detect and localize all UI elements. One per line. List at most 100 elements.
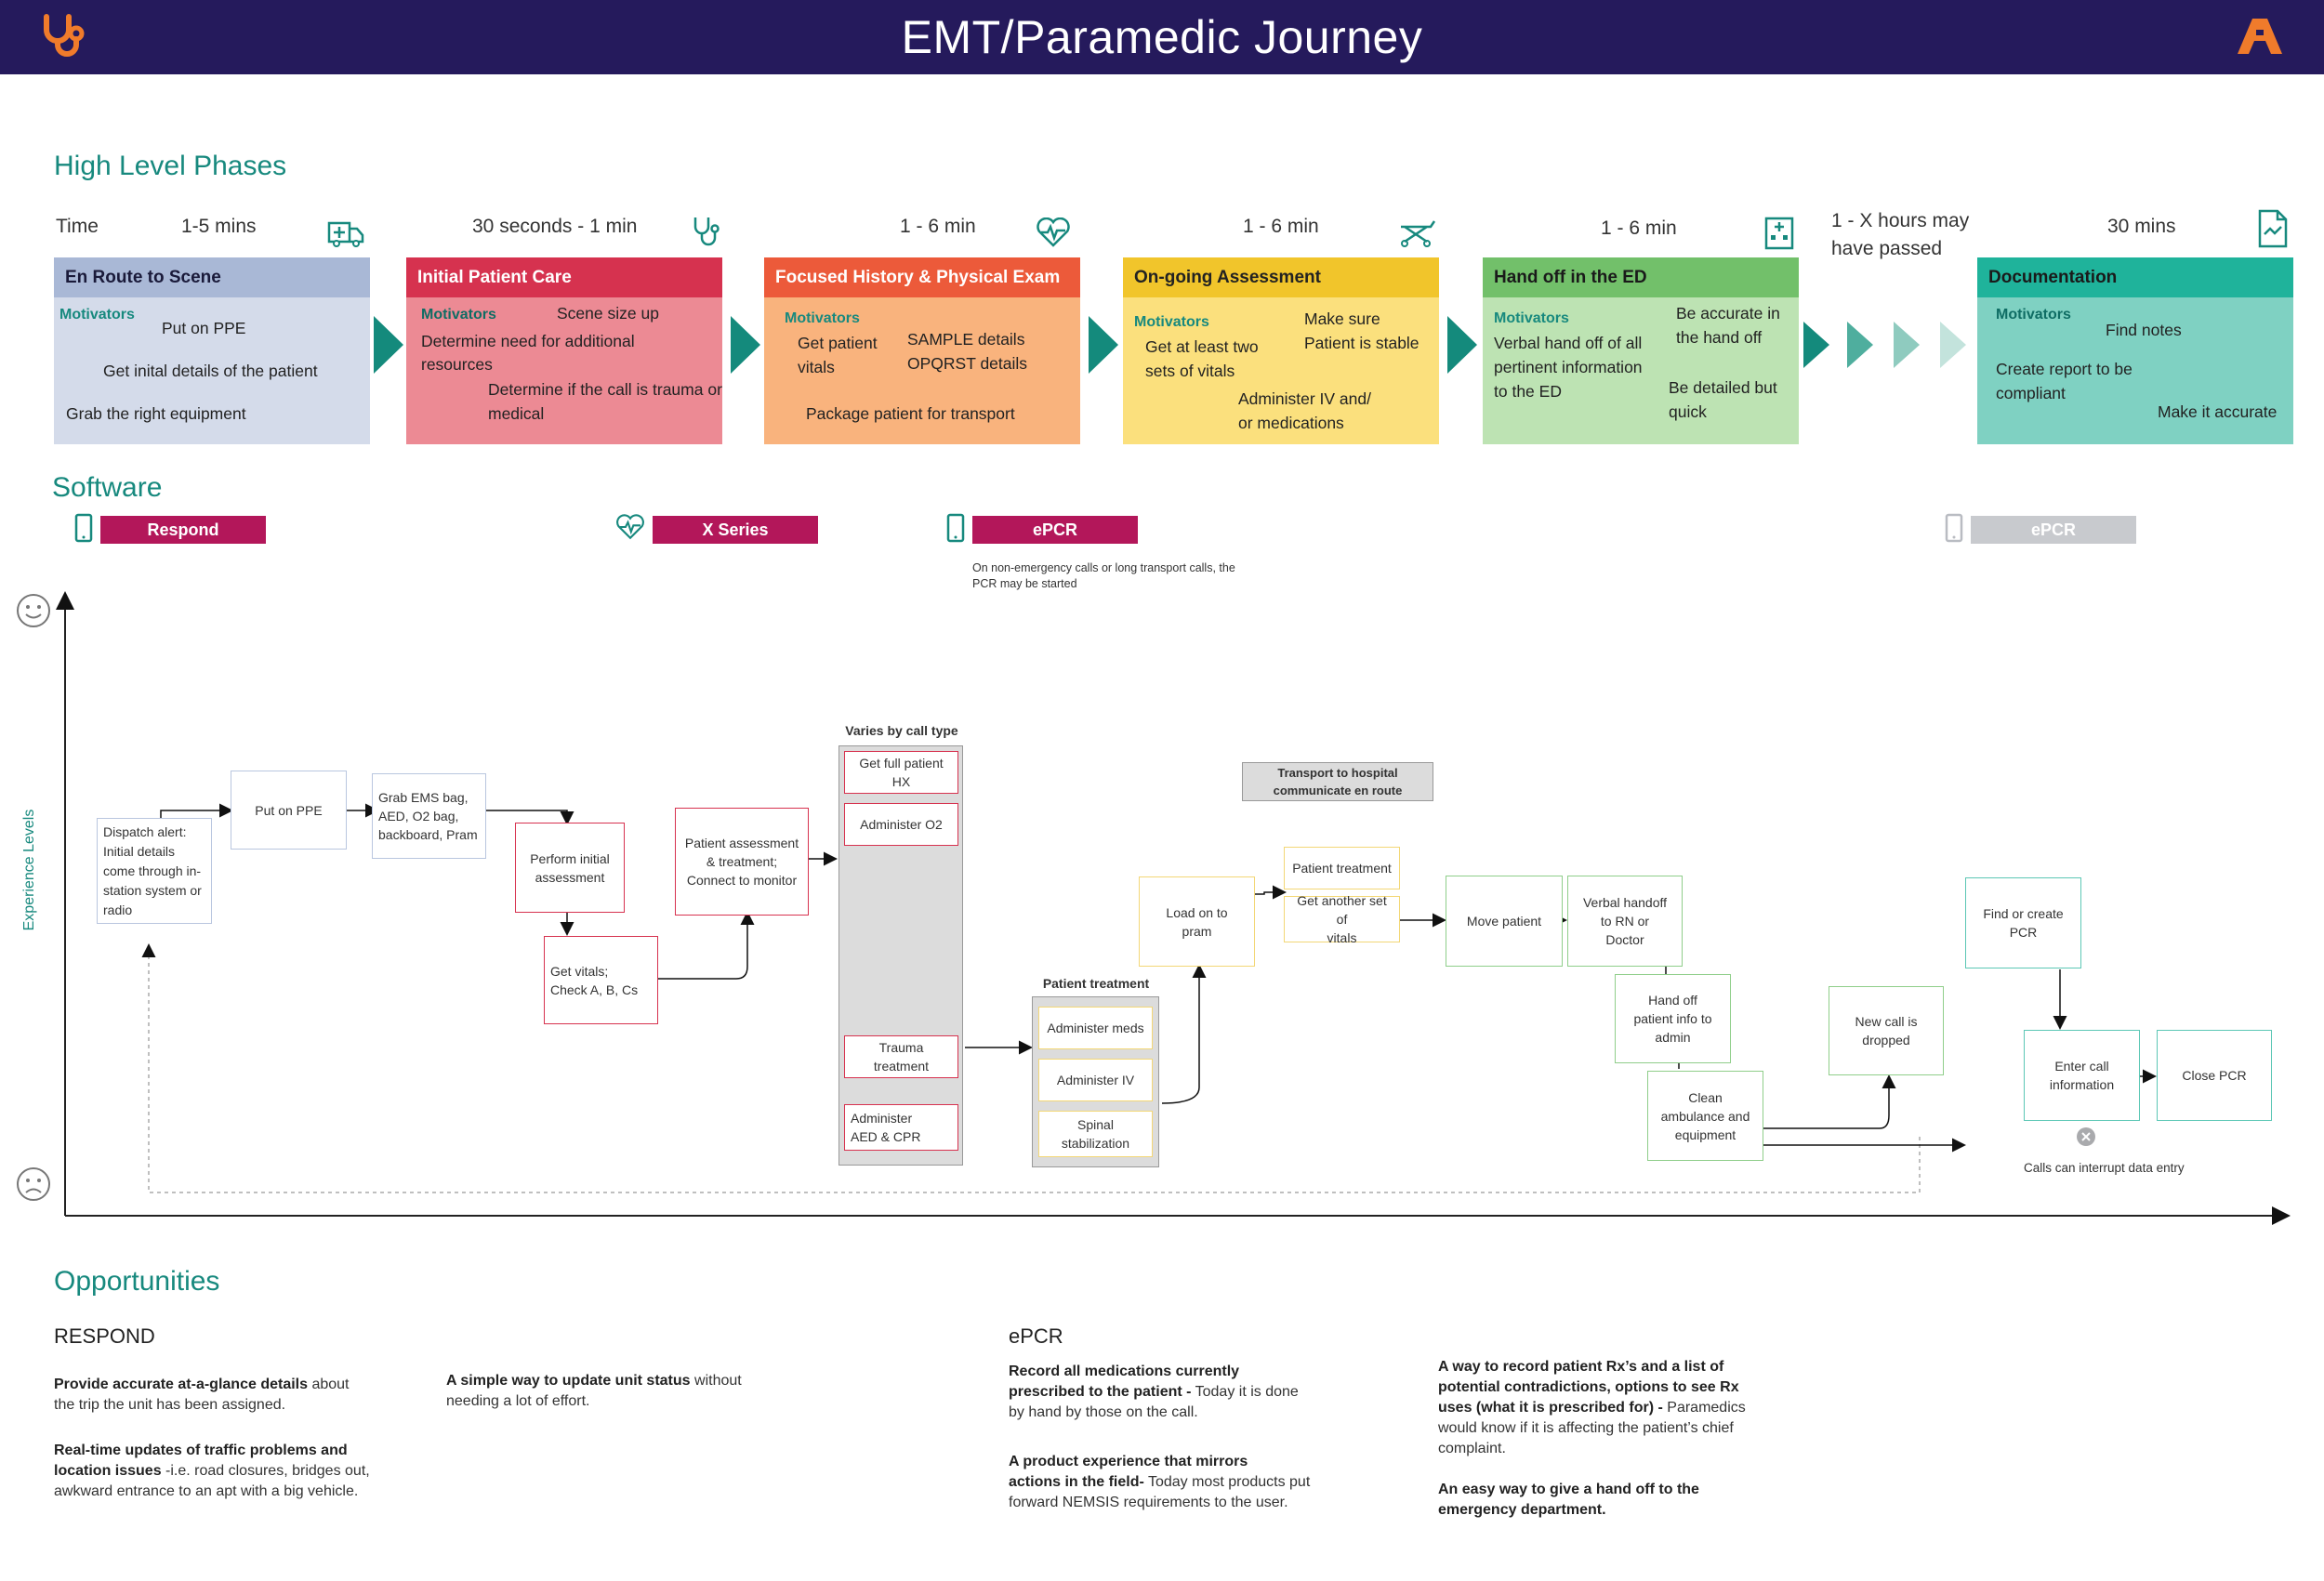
phase-item: Patient is stable bbox=[1304, 334, 1419, 352]
phase-hand-off: Hand off in the ED Motivators Be accurat… bbox=[1483, 257, 1799, 444]
opp-respond-2: Real-time updates of traffic problems an… bbox=[54, 1443, 370, 1499]
phase-item: Verbal hand off of all bbox=[1494, 334, 1643, 352]
phase-item: resources bbox=[421, 355, 493, 374]
motivators-label: Motivators bbox=[59, 307, 135, 323]
phase-item: medical bbox=[488, 404, 545, 423]
phase-body: Motivators Scene size up Determine need … bbox=[406, 297, 722, 444]
group-label-patient-treatment: Patient treatment bbox=[1042, 976, 1150, 991]
phase-body: Motivators Get patient vitals SAMPLE det… bbox=[764, 297, 1080, 444]
time-gap-line2: have passed bbox=[1831, 238, 1943, 259]
software-x-series: X Series bbox=[653, 516, 818, 544]
motivators-label: Motivators bbox=[1494, 310, 1569, 326]
hospital-icon bbox=[1764, 217, 1794, 250]
node-move-patient: Move patient bbox=[1446, 876, 1563, 967]
phase-item: Put on PPE bbox=[162, 319, 246, 337]
stethoscope-logo-icon bbox=[44, 14, 85, 57]
heartbeat-icon bbox=[1037, 217, 1070, 247]
motivators-label: Motivators bbox=[785, 310, 860, 326]
phases-title: High Level Phases bbox=[54, 151, 287, 181]
node-get-full-hx: Get full patient HX bbox=[844, 751, 958, 794]
software-note-line1: On non-emergency calls or long transport… bbox=[972, 561, 1235, 574]
time-label: Time bbox=[56, 216, 99, 237]
phase-item: the hand off bbox=[1676, 328, 1763, 347]
phase-arrow bbox=[1803, 322, 1829, 368]
group-label-varies: Varies by call type bbox=[845, 723, 958, 738]
phase-item: Make it accurate bbox=[2158, 402, 2278, 421]
node-administer-iv: Administer IV bbox=[1038, 1059, 1153, 1101]
opportunities-title: Opportunities bbox=[54, 1266, 220, 1297]
time-phase-5: 1 - 6 min bbox=[1601, 217, 1677, 239]
node-grab-equipment: Grab EMS bag,AED, O2 bag,backboard, Pram bbox=[372, 773, 486, 859]
document-icon bbox=[2258, 209, 2288, 248]
phase-title: En Route to Scene bbox=[54, 257, 370, 297]
phase-item: or medications bbox=[1238, 414, 1344, 432]
phase-arrow bbox=[374, 316, 403, 374]
tablet-icon bbox=[946, 513, 965, 543]
phase-item: quick bbox=[1669, 402, 1707, 421]
phase-arrow bbox=[1847, 322, 1873, 368]
time-gap-line1: 1 - X hours may bbox=[1831, 210, 1970, 231]
phase-title: Hand off in the ED bbox=[1483, 257, 1799, 297]
phase-body: Motivators Put on PPE Get inital details… bbox=[54, 297, 370, 444]
node-trauma-treatment: Trauma treatment bbox=[844, 1035, 958, 1078]
time-phase-4: 1 - 6 min bbox=[1243, 216, 1319, 237]
phase-item: Get inital details of the patient bbox=[103, 362, 318, 380]
opp-epcr-2: A product experience that mirrors action… bbox=[1009, 1454, 1311, 1510]
opp-epcr-4: An easy way to give a hand off to the em… bbox=[1438, 1482, 1699, 1518]
node-put-on-ppe: Put on PPE bbox=[231, 771, 347, 850]
phase-item: Find notes bbox=[2106, 321, 2182, 339]
phase-focused-history: Focused History & Physical Exam Motivato… bbox=[764, 257, 1080, 444]
stretcher-icon bbox=[1401, 220, 1436, 247]
tablet-icon bbox=[1945, 513, 1963, 543]
motivators-label: Motivators bbox=[1996, 307, 2071, 323]
opp-epcr-3: A way to record patient Rx’s and a list … bbox=[1438, 1359, 1746, 1456]
page-title: EMT/Paramedic Journey bbox=[901, 11, 1423, 63]
phase-item: compliant bbox=[1996, 384, 2066, 402]
phase-arrow bbox=[1894, 322, 1920, 368]
phase-arrow bbox=[731, 316, 760, 374]
opp-epcr-1: Record all medications currently prescri… bbox=[1009, 1364, 1299, 1420]
node-patient-assessment: Patient assessment& treatment;Connect to… bbox=[675, 808, 809, 916]
phase-ongoing-assessment: On-going Assessment Motivators Make sure… bbox=[1123, 257, 1439, 444]
opp-respond-3: A simple way to update unit status witho… bbox=[446, 1373, 742, 1409]
time-phase-6: 30 mins bbox=[2107, 216, 2176, 237]
software-epcr: ePCR bbox=[972, 516, 1138, 544]
phase-item: Make sure bbox=[1304, 310, 1380, 328]
time-phase-2: 30 seconds - 1 min bbox=[472, 216, 638, 237]
phase-item: sets of vitals bbox=[1145, 362, 1235, 380]
software-title: Software bbox=[52, 472, 163, 503]
phase-title: Documentation bbox=[1977, 257, 2293, 297]
motivators-label: Motivators bbox=[1134, 314, 1209, 330]
phase-item: Scene size up bbox=[557, 304, 659, 323]
phase-item: Be detailed but bbox=[1669, 378, 1777, 397]
heartbeat-icon bbox=[616, 514, 644, 540]
interrupt-note: Calls can interrupt data entry bbox=[2024, 1161, 2185, 1175]
phase-title: On-going Assessment bbox=[1123, 257, 1439, 297]
phase-item: to the ED bbox=[1494, 382, 1562, 401]
phase-title: Focused History & Physical Exam bbox=[764, 257, 1080, 297]
happy-face-icon bbox=[17, 594, 50, 627]
phase-item: Get at least two bbox=[1145, 337, 1259, 356]
tablet-icon bbox=[74, 513, 93, 543]
phase-arrow bbox=[1089, 316, 1118, 374]
phase-item: Create report to be bbox=[1996, 360, 2133, 378]
software-respond: Respond bbox=[100, 516, 266, 544]
phase-item: vitals bbox=[798, 358, 835, 376]
stethoscope-icon bbox=[693, 217, 720, 246]
phase-item: Package patient for transport bbox=[806, 404, 1015, 423]
phase-en-route: En Route to Scene Motivators Put on PPE … bbox=[54, 257, 370, 444]
software-note-line2: PCR may be started bbox=[972, 577, 1077, 590]
phase-item: Determine if the call is trauma or bbox=[488, 380, 722, 399]
